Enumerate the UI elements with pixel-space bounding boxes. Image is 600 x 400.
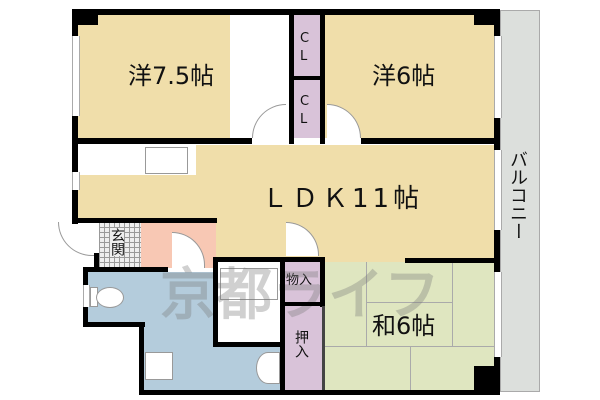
tatami-line-5 <box>410 346 411 390</box>
wall-washroom-left <box>139 322 144 395</box>
window-east-japanese <box>494 272 502 357</box>
wall-oshiire-right <box>322 306 325 390</box>
wall-storage-bottom <box>280 302 325 306</box>
wall-toilet-top <box>83 267 168 272</box>
window-east-ldk <box>494 150 502 230</box>
closet-upper-label: CL <box>300 31 310 65</box>
window-west-upper <box>72 36 80 116</box>
wall-toilet-bottom <box>83 322 145 327</box>
wall-corner-tl <box>72 9 98 25</box>
western-room-7-5-label: 洋7.5帖 <box>128 62 215 90</box>
sink <box>145 147 188 174</box>
closet-lower <box>293 80 321 138</box>
balcony-label: バルコニー <box>507 150 528 240</box>
wall-closet-mid <box>289 76 325 80</box>
closet-upper <box>293 14 321 76</box>
wall-upper-rooms-bottom-right <box>361 138 500 144</box>
wall-bath-left <box>213 257 218 347</box>
wall-upper-rooms-bottom-left <box>72 138 252 144</box>
wall-ldk-bottom-right <box>405 258 500 263</box>
oshiire-label: 押入 <box>293 330 309 358</box>
entrance-label: 玄関 <box>109 228 125 256</box>
window-west-ldk <box>72 172 80 190</box>
wall-corner-tr <box>474 9 500 25</box>
ldk-lower <box>215 220 496 262</box>
storage-label: 物入 <box>286 273 313 288</box>
tatami-line-2 <box>366 302 453 303</box>
storage <box>285 262 320 302</box>
bathtub <box>220 268 278 300</box>
wall-bath-bottom <box>213 342 285 347</box>
door-front <box>58 222 95 256</box>
window-toilet <box>83 285 90 307</box>
japanese-room-label: 和6帖 <box>372 312 436 340</box>
toilet-bowl <box>96 287 124 308</box>
window-east-western-6 <box>494 36 502 118</box>
wall-bottom <box>139 390 500 395</box>
door-western-7-5 <box>252 104 286 138</box>
wall-storage-right <box>320 257 325 307</box>
western-room-6-label: 洋6帖 <box>372 62 436 90</box>
western-room-7-5 <box>78 14 230 138</box>
wall-bath-right <box>280 257 285 395</box>
tatami-line-1 <box>366 262 367 347</box>
wall-bath-top <box>213 257 325 262</box>
wall-ldk-bottom-left <box>72 218 217 223</box>
wall-left-upper <box>72 9 78 224</box>
washing-machine-pan <box>145 352 173 380</box>
tatami-line-3 <box>452 262 453 347</box>
closet-lower-label: CL <box>300 94 310 128</box>
wall-entrance-left <box>94 253 99 269</box>
wall-top <box>72 9 500 15</box>
oshiire <box>285 306 323 390</box>
ldk-label: ＬＤＫ11帖 <box>262 184 424 214</box>
wash-basin <box>256 352 280 384</box>
